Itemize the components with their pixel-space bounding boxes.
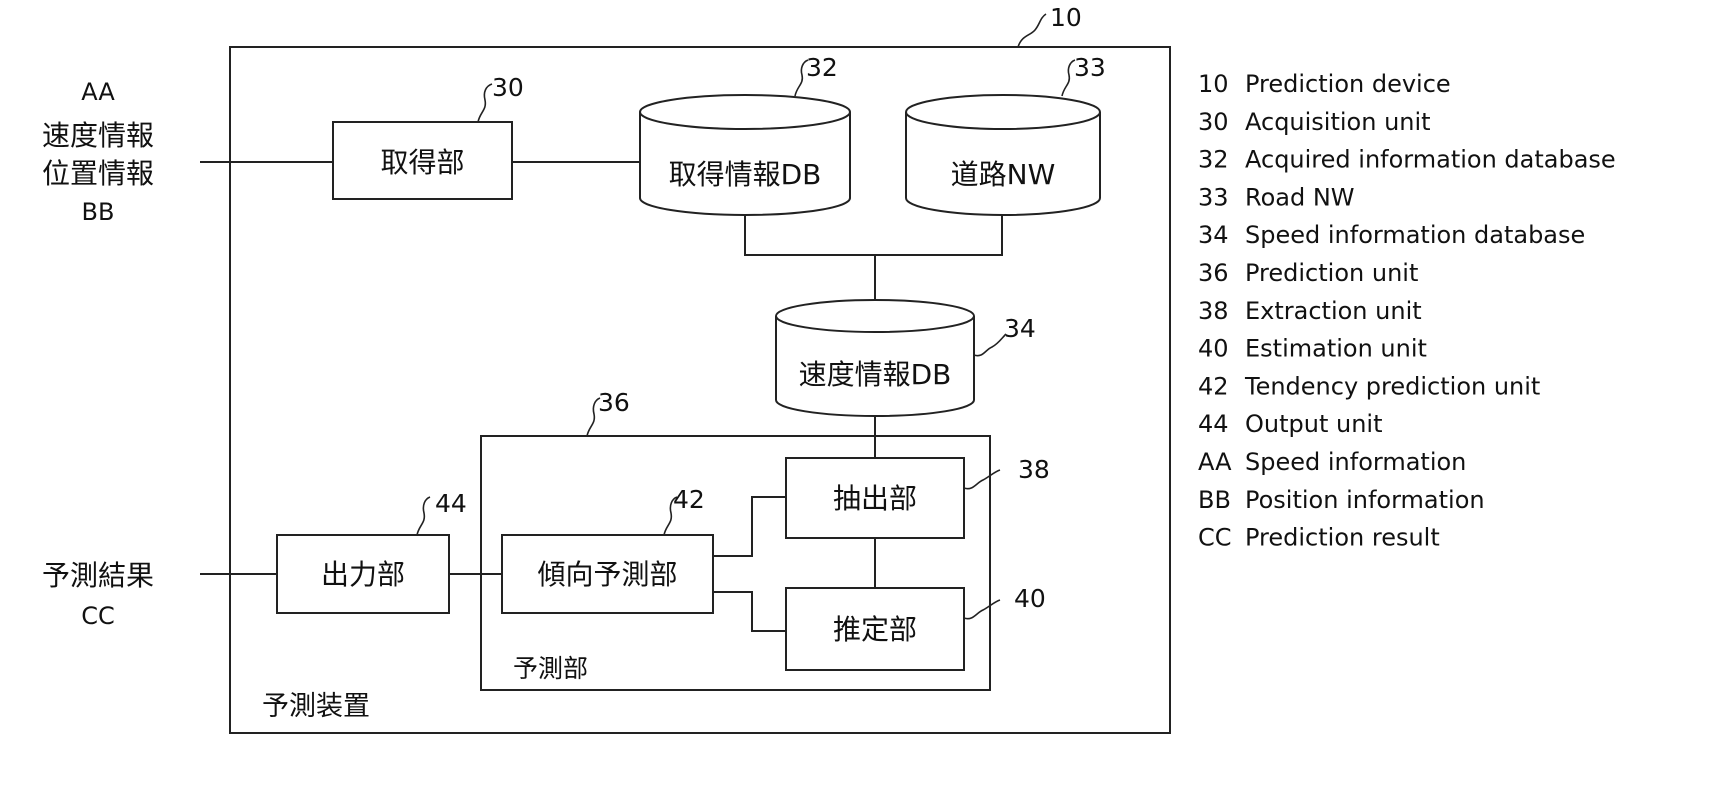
legend-code: 40 — [1198, 335, 1229, 363]
legend-row: 32 Acquired information database — [1198, 146, 1616, 174]
acquired-db-label: 取得情報DB — [669, 158, 822, 191]
legend-code: 42 — [1198, 372, 1229, 400]
legend-code: 44 — [1198, 410, 1229, 438]
input-aa-code: AA — [81, 78, 115, 106]
prediction-device-label: 予測装置 — [262, 691, 370, 722]
output-prediction-result: 予測結果 — [42, 559, 154, 592]
ref-leader-40 — [964, 600, 1000, 619]
ref-label-42: 42 — [673, 485, 705, 514]
wire-dbs-join — [745, 213, 1002, 255]
extraction-unit-label: 抽出部 — [833, 482, 917, 515]
ref-label-30: 30 — [492, 73, 524, 102]
legend-row: BB Position information — [1198, 486, 1485, 514]
tendency-prediction-unit-label: 傾向予測部 — [537, 558, 677, 591]
ref-label-34: 34 — [1004, 314, 1036, 343]
legend-code: 10 — [1198, 70, 1229, 98]
legend-text: Prediction device — [1245, 70, 1451, 98]
output-unit-label: 出力部 — [321, 558, 405, 591]
legend-text: Prediction result — [1245, 524, 1440, 552]
legend-text: Acquired information database — [1245, 146, 1616, 174]
ref-leader-30 — [478, 84, 492, 122]
acquisition-unit-label: 取得部 — [380, 146, 464, 179]
legend-code: CC — [1198, 524, 1232, 552]
estimation-unit-label: 推定部 — [833, 613, 917, 646]
legend-text: Estimation unit — [1245, 335, 1427, 363]
legend-text: Tendency prediction unit — [1244, 372, 1540, 400]
output-cc-code: CC — [81, 602, 115, 630]
road-nw-cylinder — [906, 95, 1100, 215]
input-speed-info: 速度情報 — [42, 119, 154, 152]
legend-row: 44 Output unit — [1198, 410, 1383, 438]
ref-label-38: 38 — [1018, 455, 1050, 484]
legend-code: 38 — [1198, 297, 1229, 325]
legend-code: 34 — [1198, 221, 1229, 249]
input-position-info: 位置情報 — [42, 157, 154, 190]
legend-row: AA Speed information — [1198, 448, 1466, 476]
input-bb-code: BB — [82, 198, 115, 226]
legend-code: 33 — [1198, 183, 1229, 211]
road-nw-label: 道路NW — [951, 158, 1056, 191]
legend-text: Road NW — [1245, 183, 1355, 211]
legend-row: 40 Estimation unit — [1198, 335, 1427, 363]
ref-leader-34 — [974, 334, 1006, 356]
wire-tendency-to-estimation — [713, 592, 786, 631]
ref-label-32: 32 — [806, 53, 838, 82]
legend-row: CC Prediction result — [1198, 524, 1440, 552]
legend-row: 10 Prediction device — [1198, 70, 1451, 98]
legend-text: Speed information database — [1245, 221, 1585, 249]
legend-text: Position information — [1245, 486, 1485, 514]
wire-tendency-to-extraction — [713, 497, 786, 556]
ref-label-44: 44 — [435, 489, 467, 518]
legend-text: Prediction unit — [1245, 259, 1418, 287]
ref-label-10: 10 — [1050, 3, 1082, 32]
legend-text: Speed information — [1245, 448, 1466, 476]
legend-text: Extraction unit — [1245, 297, 1422, 325]
legend-code: 30 — [1198, 108, 1229, 136]
ref-leader-38 — [964, 470, 1000, 489]
speed-db-label: 速度情報DB — [799, 358, 952, 391]
legend-code: 32 — [1198, 146, 1229, 174]
legend-code: BB — [1198, 486, 1231, 514]
legend-code: 36 — [1198, 259, 1229, 287]
acquired-db-cylinder — [640, 95, 850, 215]
ref-label-40: 40 — [1014, 584, 1046, 613]
prediction-unit-label: 予測部 — [513, 654, 588, 683]
legend-text: Output unit — [1245, 410, 1383, 438]
legend-text: Acquisition unit — [1245, 108, 1431, 136]
legend-row: 33 Road NW — [1198, 183, 1355, 211]
legend-row: 34 Speed information database — [1198, 221, 1585, 249]
legend-row: 42 Tendency prediction unit — [1198, 372, 1540, 400]
legend-code: AA — [1198, 448, 1232, 476]
ref-label-36: 36 — [598, 388, 630, 417]
ref-leader-44 — [417, 497, 430, 535]
ref-label-33: 33 — [1074, 53, 1106, 82]
legend-row: 30 Acquisition unit — [1198, 108, 1431, 136]
reference-legend: 10Prediction device30Acquisition unit32A… — [1198, 70, 1616, 552]
legend-row: 36 Prediction unit — [1198, 259, 1418, 287]
legend-row: 38 Extraction unit — [1198, 297, 1422, 325]
ref-leader-10 — [1018, 14, 1046, 47]
